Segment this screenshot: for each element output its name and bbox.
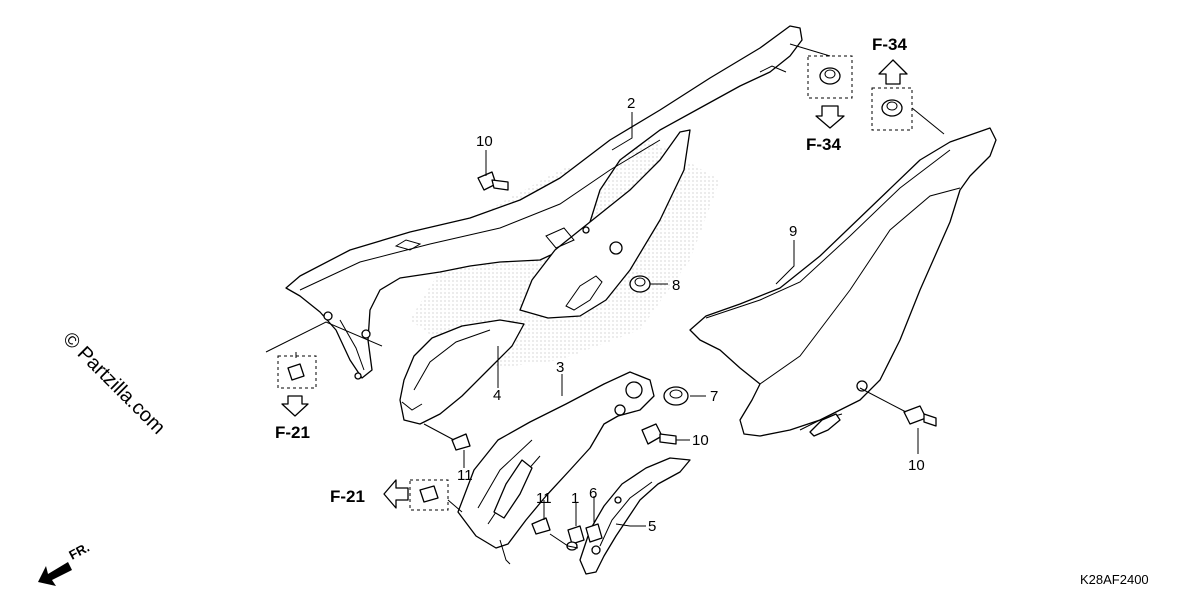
part-2-side-cover [285, 25, 803, 380]
ref-box-f21-left [277, 355, 317, 389]
ref-box-f34-top [807, 55, 853, 99]
callout-1: 1 [571, 490, 579, 507]
arrow-up-f34 [878, 59, 908, 85]
callout-10-center: 10 [692, 432, 709, 449]
part-11-screw-lower [531, 517, 551, 535]
ref-f21-left: F-21 [275, 423, 310, 442]
arrow-left-f21 [383, 479, 409, 509]
part-10-bolt-center [641, 423, 677, 445]
diagram-code: K28AF2400 [1080, 572, 1149, 587]
callout-7: 7 [710, 388, 718, 405]
leader-lines [265, 43, 945, 549]
ref-f34-mid: F-34 [806, 135, 842, 154]
ref-f21-bottom: F-21 [330, 487, 365, 506]
callout-5: 5 [648, 518, 656, 535]
part-3-lower-cover [457, 371, 655, 565]
callout-9: 9 [789, 223, 797, 240]
callout-10-left: 10 [476, 133, 493, 150]
part-11-screw-upper [451, 433, 471, 451]
callout-3: 3 [556, 359, 564, 376]
callout-4: 4 [493, 387, 501, 404]
part-10-bolt-right [903, 405, 937, 427]
front-label: FR. [66, 540, 92, 563]
arrow-down-f34 [815, 105, 845, 129]
callout-2: 2 [627, 95, 635, 112]
callout-11-lower: 11 [536, 490, 552, 507]
callout-11-upper: 11 [457, 467, 473, 484]
part-8-grommet [629, 275, 651, 293]
callout-8: 8 [672, 277, 680, 294]
ref-box-f34-right [871, 87, 913, 131]
ref-box-f21-bottom [409, 479, 449, 511]
part-6-clip [585, 523, 603, 543]
part-7-grommet [663, 386, 689, 406]
part-1-clip [566, 525, 585, 551]
callout-10-right: 10 [908, 457, 925, 474]
part-5-lower-bracket [579, 457, 691, 575]
part-10-bolt-left [477, 171, 509, 191]
watermark-text: © Partzilla.com [58, 328, 169, 439]
arrow-down-f21 [281, 395, 309, 417]
part-9-right-side-cover [689, 127, 997, 437]
part-4-bracket [399, 319, 525, 425]
ref-f34-top: F-34 [872, 35, 908, 54]
callout-6: 6 [589, 485, 597, 502]
front-arrow-icon [38, 562, 72, 586]
